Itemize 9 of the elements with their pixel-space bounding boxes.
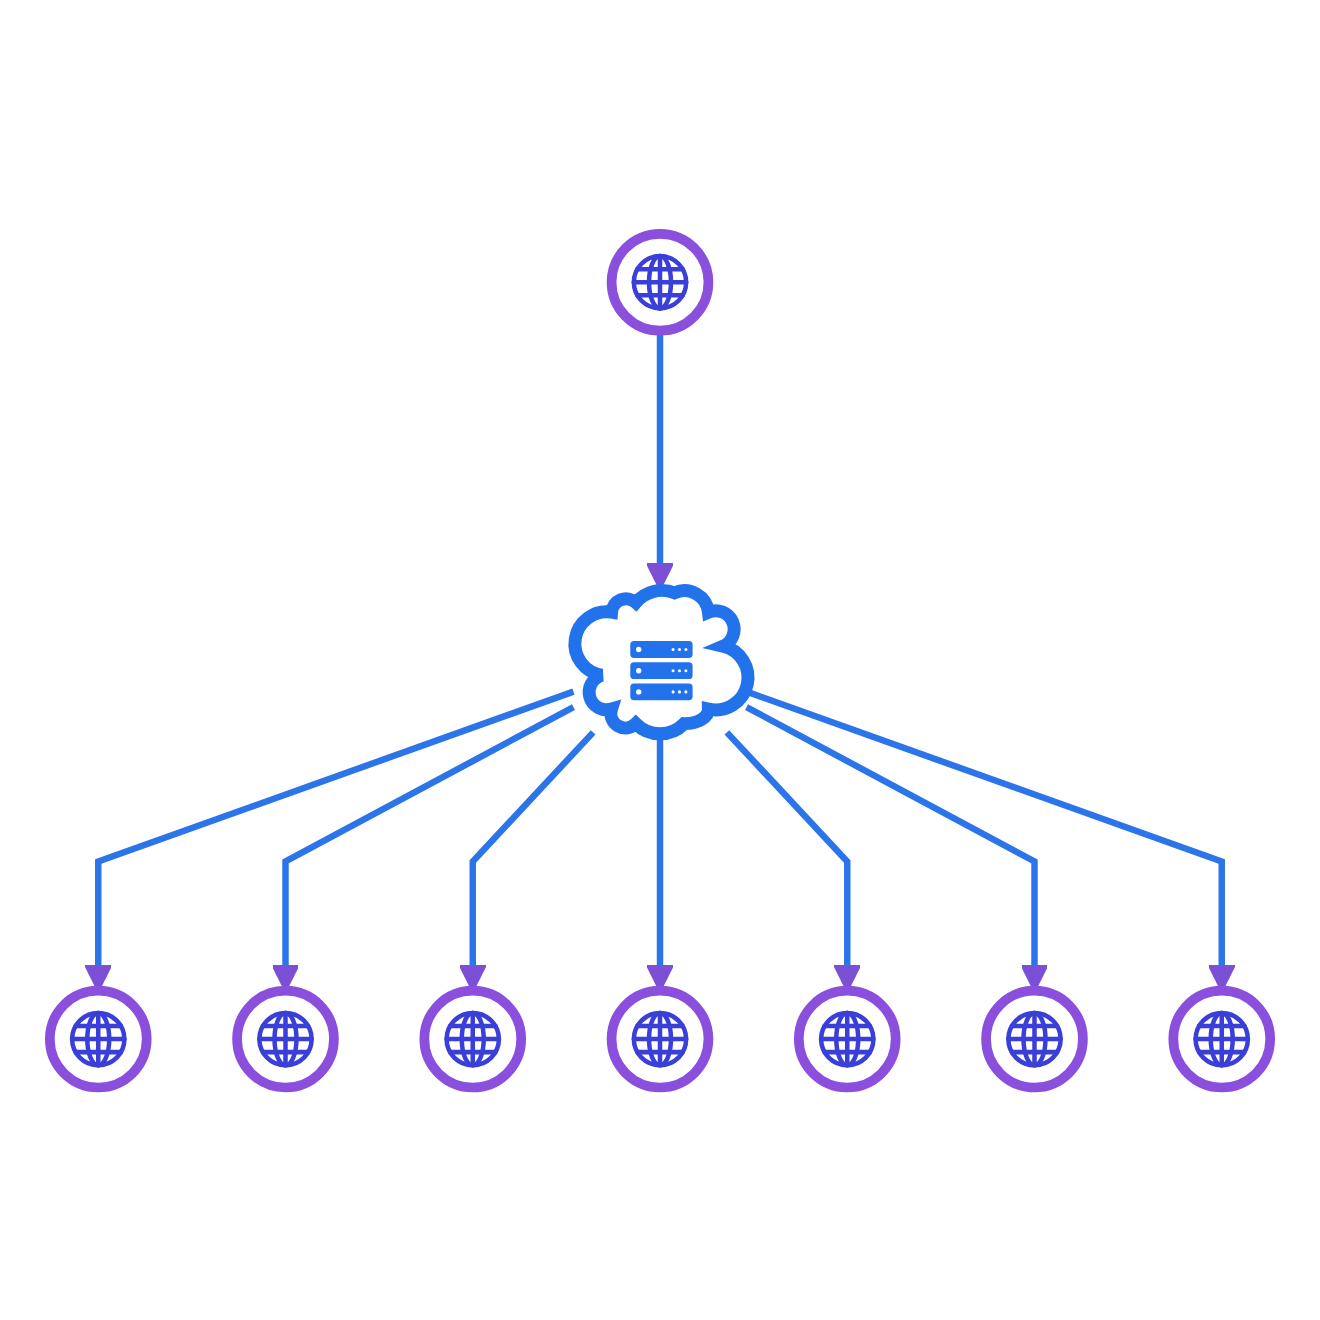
node-circle (606, 228, 714, 335)
node-circle (45, 985, 152, 1092)
node-circle (232, 985, 339, 1092)
node-circle (419, 985, 527, 1092)
node-circle (981, 985, 1088, 1092)
node-cloud (568, 583, 755, 740)
node-circle (793, 985, 901, 1092)
node-circle (606, 985, 714, 1092)
node-circle (1168, 985, 1275, 1092)
